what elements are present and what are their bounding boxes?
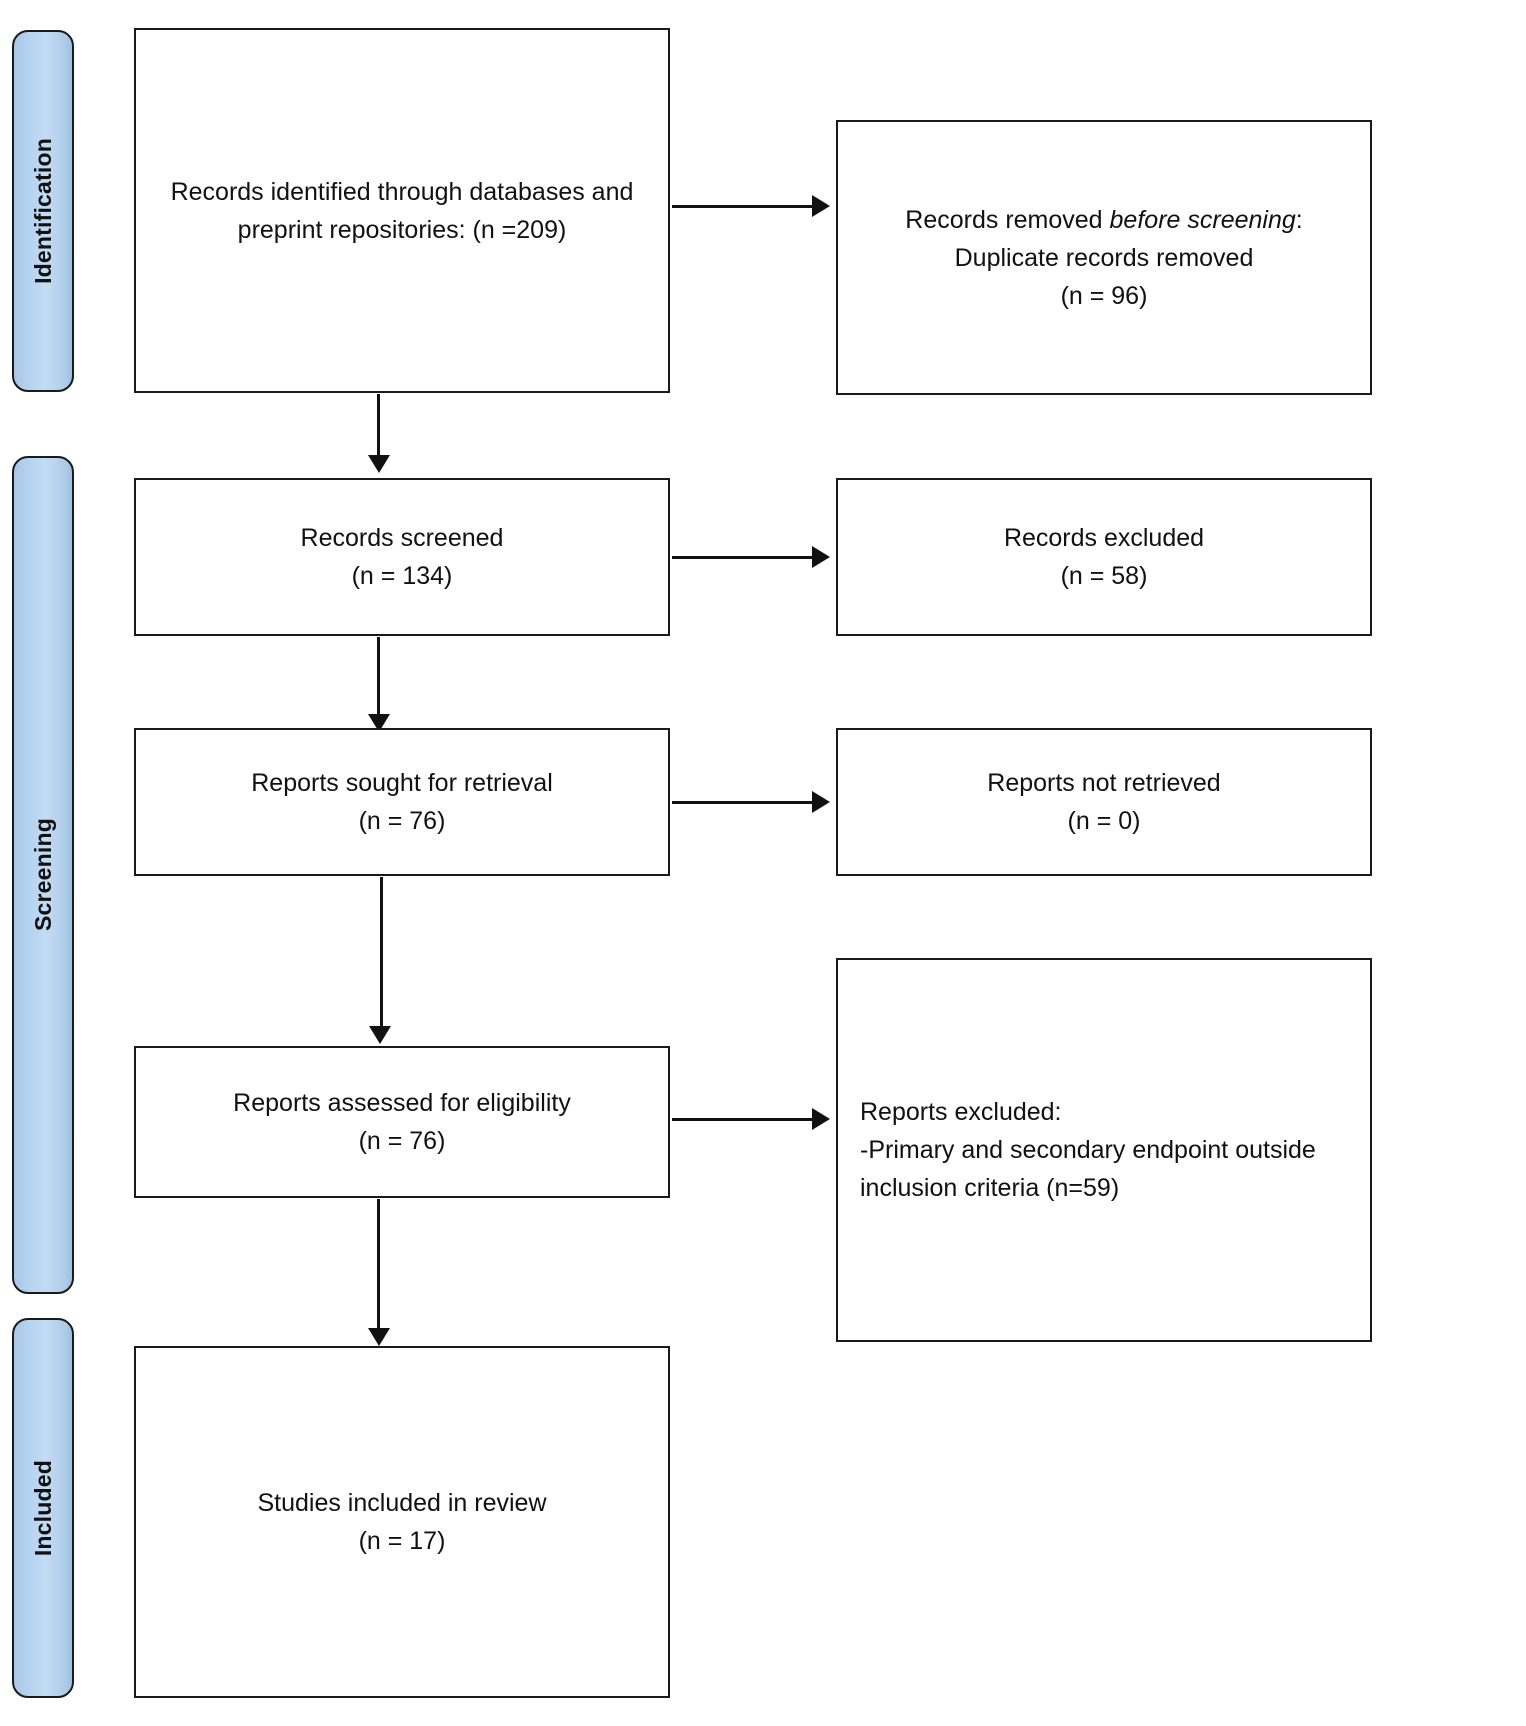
- box-records-removed-before-screening: Records removed before screening: Duplic…: [836, 120, 1372, 395]
- records-removed-line1: Records removed before screening:: [887, 201, 1320, 239]
- reports-excluded-line1: Reports excluded:: [860, 1098, 1062, 1126]
- arrowhead-assessed-to-reports-excluded: [812, 1108, 830, 1130]
- records-identified-line2: preprint repositories: (n =209): [237, 215, 567, 244]
- records-removed-line1-italic: before screening: [1109, 205, 1296, 234]
- reports-not-retrieved-line1: Reports not retrieved: [987, 769, 1221, 797]
- connector-screened-to-sought: [377, 637, 380, 715]
- box-reports-excluded: Reports excluded: -Primary and secondary…: [836, 958, 1372, 1342]
- connector-identified-to-removed: [672, 205, 814, 208]
- box-reports-not-retrieved: Reports not retrieved (n = 0): [836, 728, 1372, 876]
- box-studies-included: Studies included in review (n = 17): [134, 1346, 670, 1698]
- reports-excluded-line2: -Primary and secondary endpoint outside: [860, 1136, 1316, 1164]
- connector-assessed-to-reports-excluded: [672, 1118, 814, 1121]
- arrowhead-identified-to-screened: [368, 455, 390, 473]
- connector-sought-to-not-retrieved: [672, 801, 814, 804]
- connector-screened-to-excluded: [672, 556, 814, 559]
- records-identified-line1: Records identified through databases and: [170, 177, 634, 206]
- stage-label-included: Included: [29, 1459, 56, 1557]
- connector-sought-to-assessed: [380, 877, 383, 1037]
- records-removed-line2: Duplicate records removed: [954, 243, 1254, 272]
- arrowhead-identified-to-removed: [812, 195, 830, 217]
- arrowhead-sought-to-not-retrieved: [812, 791, 830, 813]
- studies-included-line2: (n = 17): [358, 1527, 446, 1555]
- reports-sought-line1: Reports sought for retrieval: [251, 769, 553, 797]
- stage-label-screening: Screening: [29, 818, 56, 932]
- arrowhead-screened-to-sought: [368, 714, 390, 732]
- arrowhead-assessed-to-included: [368, 1328, 390, 1346]
- stage-label-identification: Identification: [29, 138, 56, 284]
- box-records-excluded: Records excluded (n = 58): [836, 478, 1372, 636]
- arrowhead-sought-to-assessed: [369, 1026, 391, 1044]
- records-screened-line2: (n = 134): [351, 562, 453, 590]
- stage-bar-identification: Identification: [12, 30, 74, 392]
- box-reports-assessed: Reports assessed for eligibility (n = 76…: [134, 1046, 670, 1198]
- records-excluded-line2: (n = 58): [1060, 562, 1148, 590]
- records-excluded-line1: Records excluded: [1003, 524, 1205, 552]
- records-screened-line1: Records screened: [300, 524, 504, 552]
- reports-sought-line2: (n = 76): [358, 807, 446, 835]
- stage-bar-screening: Screening: [12, 456, 74, 1294]
- connector-assessed-to-included: [377, 1199, 380, 1329]
- reports-excluded-line3: inclusion criteria (n=59): [860, 1174, 1120, 1202]
- records-removed-line1-tail: :: [1295, 205, 1303, 234]
- records-removed-line1-plain: Records removed: [905, 205, 1110, 234]
- stage-bar-included: Included: [12, 1318, 74, 1698]
- arrowhead-screened-to-excluded: [812, 546, 830, 568]
- reports-assessed-line1: Reports assessed for eligibility: [233, 1089, 571, 1117]
- box-reports-sought: Reports sought for retrieval (n = 76): [134, 728, 670, 876]
- reports-assessed-line2: (n = 76): [358, 1127, 446, 1155]
- records-removed-line3: (n = 96): [1060, 281, 1148, 310]
- box-records-identified: Records identified through databases and…: [134, 28, 670, 393]
- reports-not-retrieved-line2: (n = 0): [1067, 807, 1141, 835]
- connector-identified-to-screened: [377, 394, 380, 456]
- box-records-screened: Records screened (n = 134): [134, 478, 670, 636]
- studies-included-line1: Studies included in review: [257, 1489, 547, 1517]
